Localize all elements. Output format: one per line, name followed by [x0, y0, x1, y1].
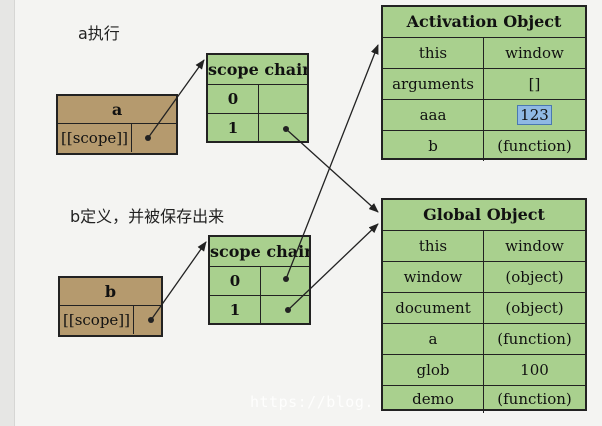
global-key-window: window [383, 262, 484, 292]
function-a-box: a [[scope]] [56, 94, 178, 155]
global-key-document: document [383, 293, 484, 323]
scope-chain-top-pointer-1 [259, 114, 307, 142]
global-object-title: Global Object [383, 200, 585, 231]
global-row-a: a (function) [383, 324, 585, 355]
scope-chain-bottom-title: scope chain [210, 237, 309, 267]
activation-value-arguments: [] [528, 75, 541, 93]
global-value-this: window [505, 237, 564, 255]
global-key-glob: glob [383, 355, 484, 385]
scope-chain-top-row-0: 0 [208, 85, 307, 114]
function-b-scope-pointer [134, 306, 161, 334]
function-b-name: b [60, 278, 161, 306]
activation-key-this: this [383, 38, 484, 68]
function-b-box: b [[scope]] [58, 276, 163, 337]
function-a-scope-label: [[scope]] [58, 124, 132, 152]
function-b-scope-row: [[scope]] [60, 306, 161, 334]
global-row-glob: glob 100 [383, 355, 585, 386]
activation-value-b: (function) [497, 137, 572, 155]
global-object-table: Global Object this window window (object… [381, 198, 587, 413]
activation-object-title: Activation Object [383, 7, 585, 38]
scope-chain-bottom: scope chain 0 1 [208, 235, 311, 325]
scope-chain-top-pointer-0 [259, 85, 307, 113]
global-key-a: a [383, 324, 484, 354]
global-row-window: window (object) [383, 262, 585, 293]
activation-row-arguments: arguments [] [383, 69, 585, 100]
activation-row-this: this window [383, 38, 585, 69]
scope-chain-top-title: scope chain [208, 55, 307, 85]
global-value-document: (object) [505, 299, 564, 317]
global-value-a: (function) [497, 330, 572, 348]
scope-chain-bottom-row-0: 0 [210, 267, 309, 296]
global-value-glob: 100 [520, 361, 549, 379]
scope-chain-bottom-index-0: 0 [210, 267, 261, 295]
caption-b-defined: b定义，并被保存出来 [70, 207, 225, 226]
global-key-this: this [383, 231, 484, 261]
scope-chain-bottom-row-1: 1 [210, 296, 309, 324]
activation-value-aaa-cell: 123 [484, 100, 585, 130]
scope-chain-top-index-1: 1 [208, 114, 259, 142]
function-a-scope-row: [[scope]] [58, 124, 176, 152]
caption-a-executes: a执行 [78, 24, 120, 43]
activation-key-arguments: arguments [383, 69, 484, 99]
scope-chain-top-index-0: 0 [208, 85, 259, 113]
function-b-scope-label: [[scope]] [60, 306, 134, 334]
activation-key-aaa: aaa [383, 100, 484, 130]
activation-row-b: b (function) [383, 131, 585, 161]
left-margin-bar [0, 0, 15, 426]
scope-chain-bottom-pointer-0 [261, 267, 309, 295]
global-row-document: document (object) [383, 293, 585, 324]
activation-value-aaa[interactable]: 123 [517, 105, 552, 125]
global-value-window: (object) [505, 268, 564, 286]
function-a-name: a [58, 96, 176, 124]
scope-chain-top-row-1: 1 [208, 114, 307, 142]
function-a-scope-pointer [132, 124, 176, 152]
activation-value-this: window [505, 44, 564, 62]
activation-row-aaa: aaa 123 [383, 100, 585, 131]
activation-object-table: Activation Object this window arguments … [381, 5, 587, 161]
activation-key-b: b [383, 131, 484, 161]
global-row-this: this window [383, 231, 585, 262]
scope-chain-bottom-index-1: 1 [210, 296, 261, 324]
scope-chain-bottom-pointer-1 [261, 296, 309, 324]
global-row-demo: demo (function) [383, 386, 585, 413]
scope-chain-top: scope chain 0 1 [206, 53, 309, 143]
watermark-text: https://blog. [250, 393, 374, 411]
global-value-demo: (function) [497, 390, 572, 408]
global-key-demo: demo [383, 386, 484, 413]
